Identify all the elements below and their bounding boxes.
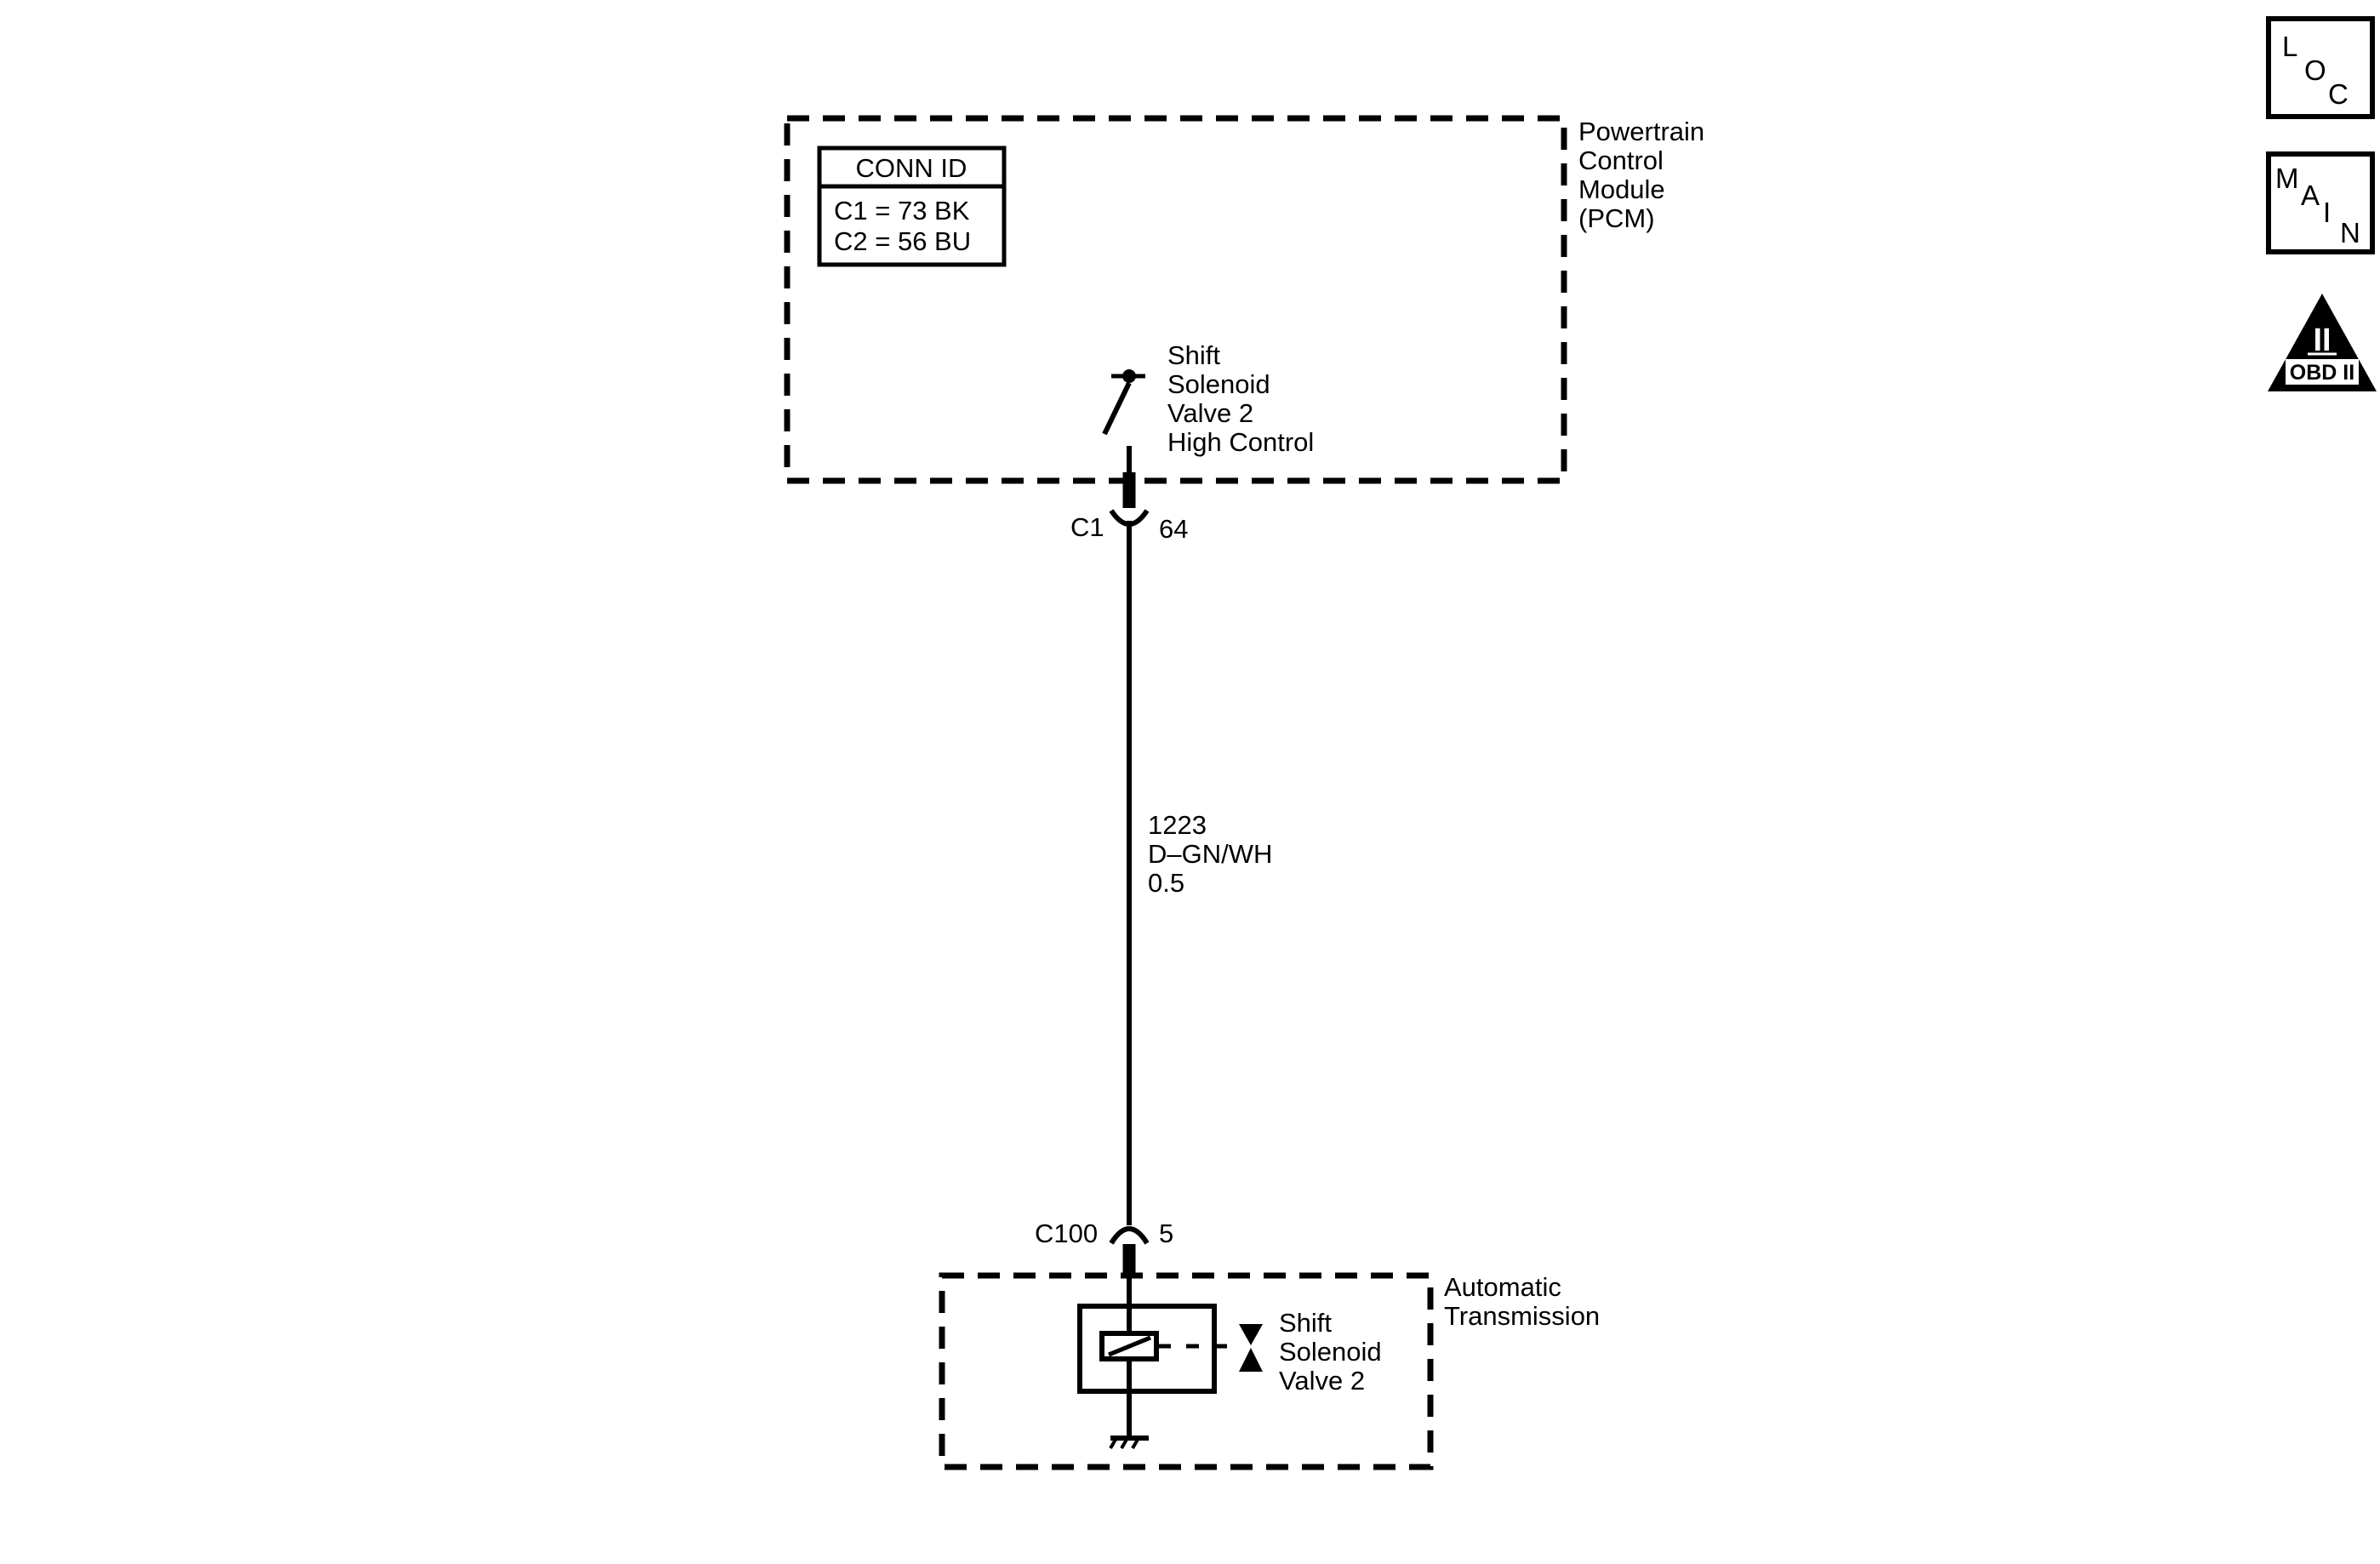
main-nav-icon[interactable]: M A I N: [2266, 151, 2375, 254]
svg-text:Valve 2: Valve 2: [1279, 1366, 1365, 1396]
transmission-boundary: [939, 1272, 1434, 1470]
c1-pin-number: 64: [1159, 514, 1188, 544]
connector-id-table: CONN ID C1 = 73 BK C2 = 56 BU: [817, 146, 1007, 267]
switch-label: Shift Solenoid Valve 2 High Control: [1167, 340, 1314, 457]
switch-symbol: [1102, 369, 1145, 481]
solenoid-label: Shift Solenoid Valve 2: [1279, 1308, 1382, 1396]
c100-connector-symbol: [1109, 1226, 1150, 1245]
svg-text:L: L: [2282, 31, 2297, 62]
svg-text:Solenoid: Solenoid: [1167, 369, 1270, 399]
c1-connector-name: C1: [1070, 512, 1104, 542]
svg-text:N: N: [2340, 217, 2360, 248]
svg-text:Automatic: Automatic: [1444, 1272, 1561, 1302]
loc-nav-icon[interactable]: L O C: [2266, 16, 2375, 119]
solenoid-symbol: [1077, 1276, 1263, 1394]
svg-text:OBD II: OBD II: [2290, 361, 2354, 385]
svg-text:I: I: [2323, 197, 2331, 228]
wire-circuit: 1223: [1148, 810, 1207, 840]
svg-text:M: M: [2275, 163, 2299, 194]
c100-pin-number: 5: [1159, 1219, 1173, 1248]
svg-text:Module: Module: [1578, 174, 1665, 204]
svg-text:Control: Control: [1578, 146, 1664, 175]
svg-text:Transmission: Transmission: [1444, 1301, 1600, 1331]
svg-text:Valve 2: Valve 2: [1167, 398, 1253, 428]
ground-symbol: [1109, 1391, 1149, 1450]
svg-text:A: A: [2301, 180, 2320, 211]
svg-text:(PCM): (PCM): [1578, 203, 1655, 233]
connector-table-row: C2 = 56 BU: [834, 226, 971, 256]
connector-table-header: CONN ID: [856, 153, 967, 183]
wire-label: 1223 D–GN/WH 0.5: [1148, 810, 1272, 898]
svg-text:O: O: [2304, 54, 2326, 86]
obd-ii-icon[interactable]: II OBD II: [2268, 294, 2377, 391]
pcm-label: Powertrain Control Module (PCM): [1578, 117, 1704, 233]
transmission-label: Automatic Transmission: [1444, 1272, 1600, 1331]
svg-text:II: II: [2313, 323, 2331, 358]
svg-text:Solenoid: Solenoid: [1279, 1337, 1382, 1367]
svg-text:High Control: High Control: [1167, 427, 1314, 457]
svg-text:C: C: [2328, 78, 2349, 110]
svg-text:Shift: Shift: [1167, 340, 1220, 370]
c100-connector-name: C100: [1035, 1219, 1098, 1248]
wire-gauge: 0.5: [1148, 868, 1184, 898]
svg-text:Powertrain: Powertrain: [1578, 117, 1704, 146]
svg-text:Shift: Shift: [1279, 1308, 1332, 1338]
connector-table-row: C1 = 73 BK: [834, 196, 970, 225]
wire-color: D–GN/WH: [1148, 839, 1272, 869]
